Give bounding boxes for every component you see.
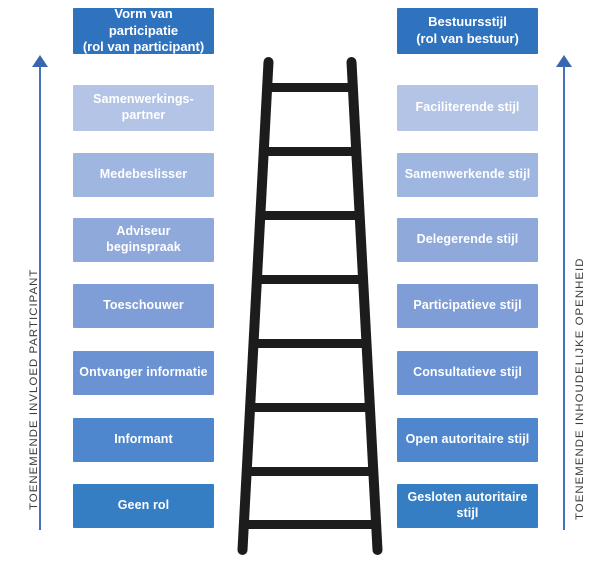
- right-step-samenwerkende-stijl[interactable]: Samenwerkende stijl: [397, 153, 538, 197]
- right-step-label: Gesloten autoritaire stijl: [407, 490, 527, 521]
- left-step-toeschouwer[interactable]: Toeschouwer: [73, 284, 214, 328]
- left-step-informant[interactable]: Informant: [73, 418, 214, 462]
- left-step-line1: Samenwerkings-: [93, 92, 194, 107]
- ladder-rung: [249, 403, 371, 412]
- right-header-line1: Bestuursstijl: [428, 14, 507, 30]
- right-column-header-text: Bestuursstijl (rol van bestuur): [416, 14, 519, 48]
- left-axis-arrowhead: [32, 55, 48, 67]
- left-step-label: Geen rol: [117, 498, 170, 513]
- left-column-header: Vorm van participatie (rol van participa…: [73, 6, 214, 57]
- ladder-rail-cap-bottom-left: [237, 545, 248, 555]
- right-axis-shaft: [563, 66, 565, 530]
- ladder-rail-cap-top-left: [263, 57, 274, 67]
- right-step-open-autoritaire-stijl[interactable]: Open autoritaire stijl: [397, 418, 538, 462]
- left-step-label: Adviseur beginspraak: [106, 224, 181, 254]
- left-step-label: Ontvanger informatie: [79, 365, 208, 380]
- right-step-line1: Gesloten autoritaire: [407, 490, 528, 505]
- ladder-rung: [242, 520, 378, 529]
- ladder-rail-right: [346, 62, 383, 550]
- left-header-line1: Vorm van participatie: [108, 5, 179, 38]
- left-axis-shaft: [39, 66, 41, 530]
- right-step-label: Consultatieve stijl: [413, 365, 522, 380]
- right-step-label: Participatieve stijl: [413, 298, 522, 313]
- right-step-line2: stijl: [456, 506, 479, 520]
- ladder-rail-left: [237, 62, 274, 550]
- ladder-rung: [252, 339, 368, 348]
- ladder-rail-cap-top-right: [346, 57, 357, 67]
- left-step-label: Toeschouwer: [103, 298, 184, 313]
- ladder-svg: [237, 57, 383, 555]
- left-step-label: Informant: [114, 432, 173, 447]
- right-column-header: Bestuursstijl (rol van bestuur): [397, 8, 538, 54]
- right-step-label: Samenwerkende stijl: [404, 167, 531, 182]
- left-step-medebeslisser[interactable]: Medebeslisser: [73, 153, 214, 197]
- right-step-label: Open autoritaire stijl: [405, 432, 530, 447]
- left-step-adviseur-beginspraak[interactable]: Adviseur beginspraak: [73, 218, 214, 262]
- right-step-faciliterende-stijl[interactable]: Faciliterende stijl: [397, 85, 538, 131]
- left-step-label: Medebeslisser: [99, 167, 188, 182]
- left-column-header-text: Vorm van participatie (rol van participa…: [78, 6, 209, 57]
- right-step-delegerende-stijl[interactable]: Delegerende stijl: [397, 218, 538, 262]
- right-axis-arrow: TOENEMENDE INHOUDELIJKE OPENHEID: [548, 55, 586, 530]
- left-step-label: Samenwerkings- partner: [93, 92, 194, 123]
- left-axis-arrow: TOENEMENDE INVLOED PARTICIPANT: [24, 55, 58, 530]
- left-axis-label: TOENEMENDE INVLOED PARTICIPANT: [28, 268, 40, 510]
- right-step-consultatieve-stijl[interactable]: Consultatieve stijl: [397, 351, 538, 395]
- right-step-label: Delegerende stijl: [416, 232, 519, 247]
- left-step-samenwerkingspartner[interactable]: Samenwerkings- partner: [73, 85, 214, 131]
- ladder-rail-cap-bottom-right: [372, 545, 383, 555]
- left-step-line2: partner: [121, 108, 166, 122]
- right-axis-arrowhead: [556, 55, 572, 67]
- left-step-ontvanger-informatie[interactable]: Ontvanger informatie: [73, 351, 214, 395]
- right-header-line2: (rol van bestuur): [416, 31, 519, 46]
- ladder-rung: [262, 147, 358, 156]
- right-step-gesloten-autoritaire-stijl[interactable]: Gesloten autoritaire stijl: [397, 484, 538, 528]
- ladder-rung: [266, 83, 354, 92]
- ladder-illustration: [225, 50, 395, 562]
- left-step-geen-rol[interactable]: Geen rol: [73, 484, 214, 528]
- right-step-participatieve-stijl[interactable]: Participatieve stijl: [397, 284, 538, 328]
- right-step-label: Faciliterende stijl: [415, 100, 520, 115]
- right-axis-label: TOENEMENDE INHOUDELIJKE OPENHEID: [574, 257, 586, 520]
- ladder-rung: [245, 467, 375, 476]
- ladder-rung: [259, 211, 361, 220]
- left-header-line2: (rol van participant): [82, 39, 205, 55]
- ladder-rung: [255, 275, 365, 284]
